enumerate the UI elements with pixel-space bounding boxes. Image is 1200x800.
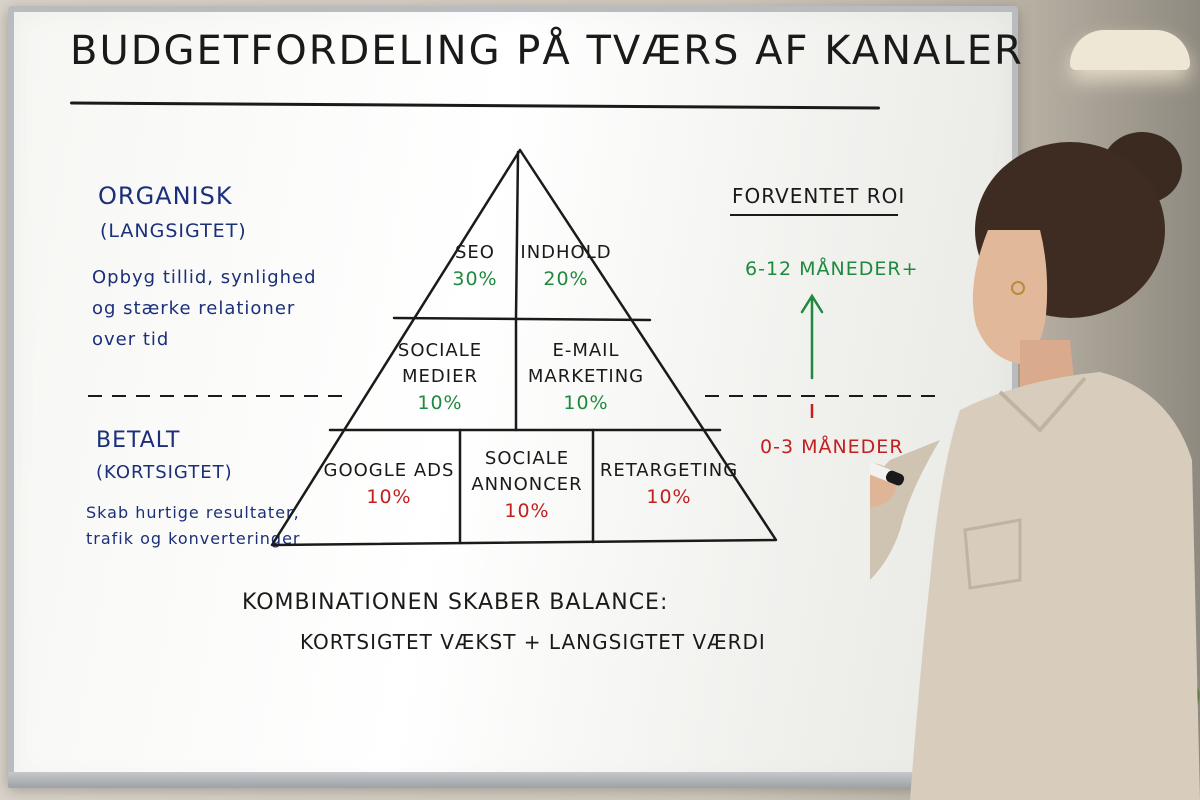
footer-line-1: KOMBINATIONEN SKABER BALANCE: <box>242 590 669 615</box>
cell-label-text: INDHOLD <box>520 242 612 263</box>
cell-label-text: MARKETING <box>527 366 645 387</box>
paid-heading: BETALT <box>96 428 181 453</box>
pyramid-cell-indhold: INDHOLD 20% <box>520 240 611 292</box>
paid-subheading: (KORTSIGTET) <box>96 462 233 483</box>
pyramid-cell-seo: SEO 30% <box>452 240 497 292</box>
earring <box>1011 281 1025 295</box>
cell-percent: 20% <box>543 268 589 290</box>
organic-description-line: over tid <box>92 329 170 350</box>
face <box>972 230 1048 364</box>
pyramid-cell-email-marketing: E-MAIL MARKETING 10% <box>528 338 644 416</box>
roi-short-term: 0-3 MÅNEDER <box>760 436 904 458</box>
cell-label-text: SOCIALE <box>484 448 570 469</box>
organic-description-line: og stærke relationer <box>92 298 296 319</box>
organic-description: Opbyg tillid, synlighed og stærke relati… <box>92 262 317 355</box>
cell-percent: 10% <box>366 486 412 508</box>
marker-pen-icon <box>870 447 905 486</box>
cell-label-text: E-MAIL <box>552 340 620 361</box>
organic-subheading: (LANGSIGTET) <box>100 220 247 242</box>
shirt <box>910 372 1200 800</box>
cell-label-text: RETARGETING <box>599 460 739 481</box>
cell-label-text: SOCIALE <box>397 340 483 361</box>
arm <box>870 440 940 580</box>
cell-label-text: ANNONCER <box>471 474 583 495</box>
organic-description-line: Opbyg tillid, synlighed <box>92 267 317 288</box>
pyramid-cell-sociale-annoncer: SOCIALE ANNONCER 10% <box>471 446 582 524</box>
organic-heading: ORGANISK <box>98 182 233 210</box>
cell-percent: 30% <box>452 268 498 290</box>
arrow-up-icon <box>800 293 824 380</box>
pyramid-cell-google-ads: GOOGLE ADS 10% <box>324 458 455 510</box>
pyramid-outline <box>270 148 778 547</box>
paid-description-line: trafik og konverteringer <box>86 529 301 548</box>
shirt-collar <box>998 376 1087 433</box>
roi-long-term: 6-12 MÅNEDER+ <box>745 258 919 280</box>
pyramid-divider-top <box>392 316 652 322</box>
shirt-pocket <box>963 518 1022 590</box>
cell-percent: 10% <box>417 392 463 414</box>
paid-description: Skab hurtige resultater, trafik og konve… <box>86 500 301 552</box>
pyramid-cell-retargeting: RETARGETING 10% <box>600 458 738 510</box>
cell-label-text: MEDIER <box>402 366 478 387</box>
cell-label-text: GOOGLE ADS <box>323 460 455 481</box>
board-title: BUDGETFORDELING PÅ TVÆRS AF KANALER <box>70 28 1024 74</box>
ceiling-lamp <box>1070 30 1190 70</box>
cell-percent: 10% <box>504 500 550 522</box>
cell-label-text: SEO <box>455 242 495 263</box>
roi-heading: FORVENTET ROI <box>732 184 906 208</box>
footer-line-2: KORTSIGTET VÆKST + LANGSIGTET VÆRDI <box>300 630 766 654</box>
cell-percent: 10% <box>646 486 692 508</box>
person <box>870 132 1200 800</box>
paid-description-line: Skab hurtige resultater, <box>86 503 300 522</box>
pyramid-split-top <box>514 150 520 320</box>
pyramid-cell-sociale-medier: SOCIALE MEDIER 10% <box>398 338 482 416</box>
cell-percent: 10% <box>563 392 609 414</box>
roi-underline <box>730 214 898 216</box>
whiteboard-tray <box>8 772 1018 788</box>
